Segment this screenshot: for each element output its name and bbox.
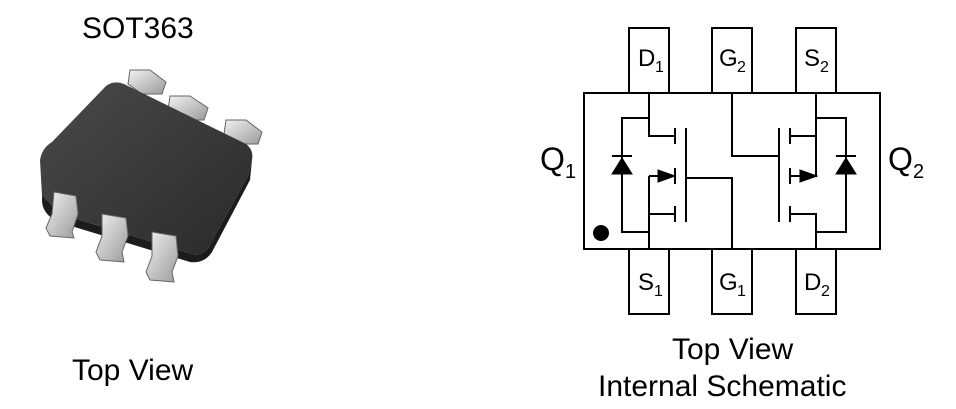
schematic-caption-title: Internal Schematic bbox=[598, 370, 847, 403]
pin-g1-letter: G bbox=[719, 269, 738, 296]
package-caption: Top View bbox=[72, 354, 194, 387]
pin-d1-sub: 1 bbox=[655, 59, 664, 76]
q2-label-sub: 2 bbox=[913, 161, 924, 183]
q2-channel-arrow bbox=[799, 169, 819, 183]
q1-mosfet bbox=[621, 93, 733, 249]
pin-s1-letter: S bbox=[638, 269, 654, 296]
package-illustration bbox=[40, 69, 263, 283]
q1-channel-arrow bbox=[657, 169, 677, 183]
pin-s2-letter: S bbox=[804, 45, 820, 72]
pin-g2-letter: G bbox=[719, 45, 738, 72]
pin-s2-sub: 2 bbox=[820, 59, 829, 76]
pin-d1-letter: D bbox=[638, 45, 655, 72]
front-lead-1 bbox=[45, 191, 79, 239]
pin-g2-sub: 2 bbox=[737, 59, 746, 76]
q2-body-diode bbox=[835, 157, 857, 175]
q2-mosfet bbox=[731, 93, 847, 249]
q1-label-letter: Q bbox=[540, 141, 565, 177]
package-body bbox=[40, 82, 253, 263]
front-lead-2 bbox=[95, 213, 129, 263]
pin1-indicator-dot bbox=[593, 225, 609, 241]
q2-label-letter: Q bbox=[888, 141, 913, 177]
schematic-caption-view: Top View bbox=[672, 333, 794, 366]
pin-d2-sub: 2 bbox=[821, 283, 830, 300]
pin-g1-sub: 1 bbox=[737, 283, 746, 300]
package-title: SOT363 bbox=[82, 12, 194, 45]
internal-schematic bbox=[583, 27, 881, 315]
back-lead-1 bbox=[127, 69, 167, 95]
q1-body-diode bbox=[611, 157, 633, 175]
pin-d2-letter: D bbox=[804, 269, 821, 296]
q1-label-sub: 1 bbox=[565, 161, 576, 183]
pin-s1-sub: 1 bbox=[654, 283, 663, 300]
front-lead-3 bbox=[145, 231, 179, 283]
